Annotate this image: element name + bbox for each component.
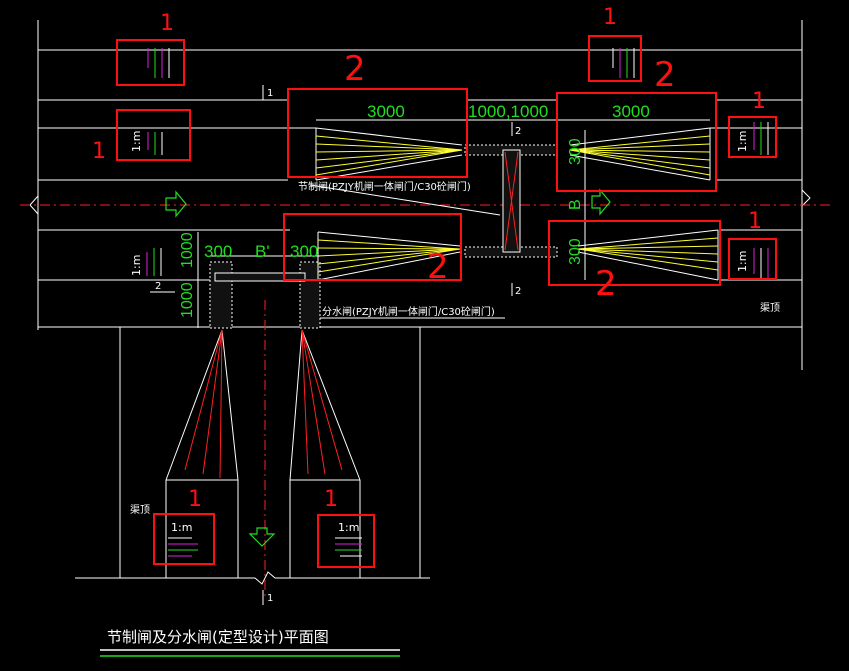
dim-top-left-length: 3000 bbox=[367, 102, 405, 121]
slope-symbol-top-left bbox=[147, 48, 170, 78]
check-gate-label: 节制闸(PZJY机闸一体闸门/C30砼闸门) bbox=[298, 180, 471, 193]
transition-mid-right bbox=[577, 229, 719, 281]
slope-symbol-mid-left bbox=[147, 132, 163, 155]
dim-left-b: B' bbox=[255, 242, 270, 261]
mark-1-bottom-left: 1 bbox=[188, 487, 202, 512]
dim-left-w2: 300 bbox=[290, 242, 318, 261]
dim-middle-gap: 1000,1000 bbox=[468, 102, 548, 121]
mark-2-top-left: 2 bbox=[344, 49, 366, 89]
mark-1-top-left: 1 bbox=[160, 11, 174, 36]
slope-symbol-bottom-left bbox=[168, 537, 198, 557]
mark-1-right-top: 1 bbox=[752, 89, 766, 114]
slope-symbol-left-mid bbox=[146, 248, 162, 276]
flow-arrow-left bbox=[165, 190, 187, 218]
main-canal-lines bbox=[29, 20, 811, 578]
slope-scale-mid-left: 1:m bbox=[130, 131, 143, 152]
section-mark-left: 2 bbox=[155, 281, 161, 292]
dim-left-v1: 1000 bbox=[179, 232, 196, 268]
branch-splay-red bbox=[184, 329, 343, 479]
title-underline bbox=[100, 649, 400, 657]
dim-right-v-top: 300 bbox=[567, 138, 584, 165]
section-mark-right-bottom: 2 bbox=[515, 286, 521, 297]
mark-2-mid-left: 2 bbox=[427, 247, 449, 287]
transition-mid-left bbox=[317, 231, 461, 281]
gate-walls bbox=[209, 144, 558, 329]
slope-symbol-right-top bbox=[753, 122, 769, 155]
branch-canal bbox=[75, 329, 430, 585]
slope-symbol-right-mid bbox=[753, 248, 769, 278]
slope-scale-right-mid: 1:m bbox=[736, 251, 749, 272]
section-mark-bottom: 1 bbox=[267, 593, 273, 604]
slope-scale-right-top: 1:m bbox=[736, 131, 749, 152]
slope-scale-left-mid: 1:m bbox=[130, 255, 143, 276]
check-gate-x bbox=[504, 151, 519, 251]
dim-right-b: B bbox=[567, 199, 584, 210]
transition-top-left bbox=[315, 127, 463, 181]
flow-arrow-right bbox=[591, 188, 611, 216]
dim-right-v-bottom: 300 bbox=[567, 238, 584, 265]
drawing-title: 节制闸及分水闸(定型设计)平面图 bbox=[107, 628, 329, 646]
mark-2-top-right: 2 bbox=[654, 55, 676, 95]
slope-scale-bottom-right: 1:m bbox=[338, 521, 359, 534]
section-mark-top: 1 bbox=[267, 88, 273, 99]
section-marks bbox=[150, 85, 513, 605]
transition-top-right bbox=[569, 127, 711, 181]
slope-symbol-top-right bbox=[612, 48, 635, 78]
mark-1-right-mid: 1 bbox=[748, 209, 762, 234]
mark-1-mid-left: 1 bbox=[92, 139, 106, 164]
dim-left-v2: 1000 bbox=[179, 282, 196, 318]
section-mark-right-top: 2 bbox=[515, 126, 521, 137]
mark-1-bottom-right: 1 bbox=[324, 487, 338, 512]
crest-label-right: 渠顶 bbox=[760, 302, 780, 314]
crest-label-left: 渠顶 bbox=[130, 504, 150, 516]
dimension-lines bbox=[197, 119, 710, 328]
mark-2-mid-right: 2 bbox=[595, 264, 617, 304]
annotation-boxes bbox=[116, 35, 777, 568]
diversion-gate-label: 分水闸(PZJY机闸一体闸门/C30砼闸门) bbox=[322, 305, 495, 318]
slope-scale-bottom-left: 1:m bbox=[171, 521, 192, 534]
slope-symbol-bottom-right bbox=[335, 537, 362, 557]
center-lines bbox=[20, 204, 830, 600]
dim-left-w1: 300 bbox=[204, 242, 232, 261]
flow-arrow-down bbox=[248, 527, 276, 547]
dim-top-right-length: 3000 bbox=[612, 102, 650, 121]
mark-1-top-right: 1 bbox=[603, 5, 617, 30]
